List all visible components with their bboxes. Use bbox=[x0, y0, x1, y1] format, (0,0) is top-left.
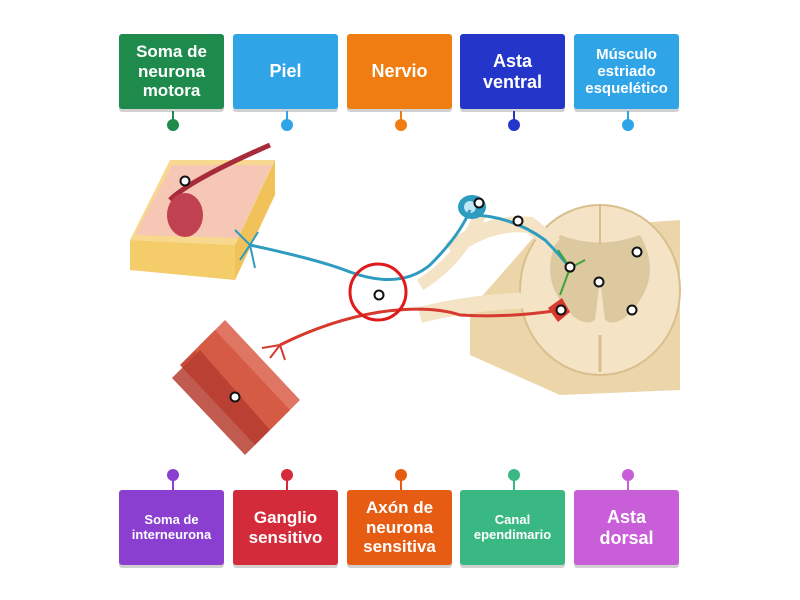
label-text: Nervio bbox=[371, 61, 428, 82]
label-card[interactable]: Soma de interneurona bbox=[119, 490, 224, 565]
label-card[interactable]: Asta ventral bbox=[460, 34, 565, 109]
connector-dot-icon bbox=[622, 119, 634, 131]
hotspot-marker-icon[interactable] bbox=[229, 391, 241, 403]
label-text: Canal ependimario bbox=[473, 511, 552, 542]
hotspot-marker-icon[interactable] bbox=[555, 304, 567, 316]
connector-stem bbox=[627, 111, 629, 125]
label-card[interactable]: Axón de neurona sensitiva bbox=[347, 490, 452, 565]
connector-stem bbox=[627, 477, 629, 491]
connector-stem bbox=[513, 111, 515, 125]
connector-dot-icon bbox=[281, 119, 293, 131]
label-text: Asta ventral bbox=[482, 50, 543, 92]
connector-stem bbox=[400, 477, 402, 491]
hotspot-marker-icon[interactable] bbox=[179, 175, 191, 187]
label-text: Piel bbox=[269, 61, 302, 82]
connector-stem bbox=[286, 111, 288, 125]
motor-nerve-fiber bbox=[279, 307, 561, 347]
label-text: Ganglio sensitivo bbox=[248, 507, 323, 547]
connector-stem bbox=[286, 477, 288, 491]
connector-dot-icon bbox=[167, 469, 179, 481]
hotspot-marker-icon[interactable] bbox=[373, 289, 385, 301]
muscle-fibers bbox=[172, 320, 300, 455]
connector-dot-icon bbox=[622, 469, 634, 481]
hotspot-marker-icon[interactable] bbox=[593, 276, 605, 288]
label-card[interactable]: Soma de neurona motora bbox=[119, 34, 224, 109]
connector-stem bbox=[513, 477, 515, 491]
label-text: Músculo estriado esquelético bbox=[585, 45, 668, 98]
hotspot-marker-icon[interactable] bbox=[564, 261, 576, 273]
label-card[interactable]: Asta dorsal bbox=[574, 490, 679, 565]
connector-dot-icon bbox=[508, 469, 520, 481]
label-text: Axón de neurona sensitiva bbox=[363, 498, 436, 557]
hotspot-markers[interactable] bbox=[179, 175, 643, 403]
motor-endings bbox=[261, 344, 286, 361]
connector-dot-icon bbox=[508, 119, 520, 131]
connector-dot-icon bbox=[395, 119, 407, 131]
hotspot-marker-icon[interactable] bbox=[631, 246, 643, 258]
sensory-endings bbox=[234, 229, 259, 269]
connector-dot-icon bbox=[167, 119, 179, 131]
label-text: Soma de interneurona bbox=[131, 511, 212, 542]
label-card[interactable]: Piel bbox=[233, 34, 338, 109]
motor-root bbox=[418, 292, 546, 323]
skin-block bbox=[130, 142, 275, 280]
connector-stem bbox=[172, 477, 174, 491]
hotspot-marker-icon[interactable] bbox=[512, 215, 524, 227]
hotspot-marker-icon[interactable] bbox=[473, 197, 485, 209]
label-card[interactable]: Nervio bbox=[347, 34, 452, 109]
label-text: Asta dorsal bbox=[599, 506, 654, 548]
connector-stem bbox=[400, 111, 402, 125]
connector-dot-icon bbox=[395, 469, 407, 481]
sensory-nerve-fiber bbox=[249, 209, 572, 282]
label-card[interactable]: Músculo estriado esquelético bbox=[574, 34, 679, 109]
label-card[interactable]: Canal ependimario bbox=[460, 490, 565, 565]
connector-dot-icon bbox=[281, 469, 293, 481]
label-text: Soma de neurona motora bbox=[136, 42, 207, 101]
label-card[interactable]: Ganglio sensitivo bbox=[233, 490, 338, 565]
connector-stem bbox=[172, 111, 174, 125]
nerve-highlight-ring bbox=[348, 262, 408, 322]
hotspot-marker-icon[interactable] bbox=[626, 304, 638, 316]
